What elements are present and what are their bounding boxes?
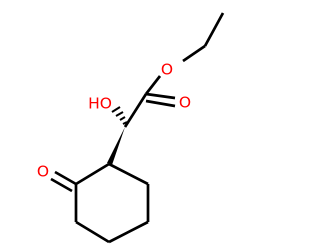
- ester-oxygen-label: O: [161, 61, 173, 79]
- carbonyl-oxygen-label: O: [179, 94, 191, 112]
- ketone-double-bond-a: [54, 170, 77, 186]
- hydroxyl-label: HO: [88, 95, 112, 113]
- ring-bond-c1-c6: [108, 162, 149, 186]
- molecule-drawing: O O HO O: [37, 12, 225, 244]
- hydroxyl-hashed-wedge: [111, 106, 128, 125]
- ring-bond-c5-c4: [108, 220, 149, 244]
- ethyl-ch3-bond: [203, 12, 225, 47]
- ester-oxygen-bond: [144, 75, 162, 95]
- ring-bond-c2-c1: [75, 162, 110, 186]
- acyl-alpha-bond: [123, 93, 148, 128]
- ring-bold-wedge: [107, 127, 125, 165]
- ketone-double-bond-b: [50, 177, 73, 193]
- ethyl-o-bond: [182, 44, 206, 63]
- chemical-structure-diagram: O O HO O: [36, 12, 225, 244]
- carbonyl-double-bond-b: [145, 99, 176, 108]
- ketone-oxygen-label: O: [37, 163, 49, 181]
- ring-bond-c4-c3: [75, 220, 110, 244]
- carbonyl-double-bond-a: [145, 92, 176, 100]
